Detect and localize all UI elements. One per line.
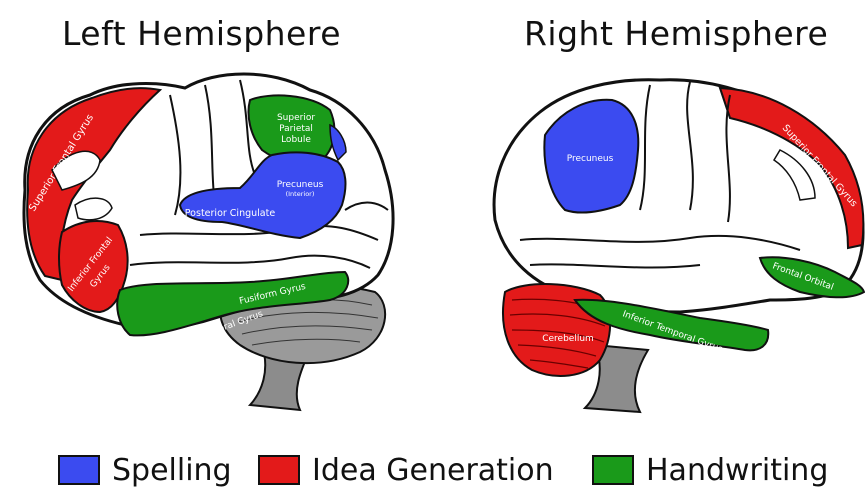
left-precuneus-label: Precuneus [277,180,324,190]
left-superior-parietal-label-2: Parietal [279,124,313,134]
legend-label-idea-generation: Idea Generation [312,453,554,488]
right-hemisphere: Precuneus Superior Frontal Gyrus Frontal… [494,80,864,412]
legend-item-idea-generation: Idea Generation [258,452,554,488]
left-hemisphere: Superior Frontal Gyrus Inferior Frontal … [24,74,393,410]
spelling-swatch [58,455,100,485]
legend-item-spelling: Spelling [58,452,232,488]
legend-label-spelling: Spelling [112,453,232,488]
left-superior-parietal-label-3: Lobule [281,135,311,145]
legend: Spelling Idea Generation Handwriting [0,452,865,488]
brain-diagram: Superior Frontal Gyrus Inferior Frontal … [0,0,865,450]
idea-generation-swatch [258,455,300,485]
left-posterior-cingulate-label: Posterior Cingulate [185,208,276,219]
left-superior-parietal-label-1: Superior [277,113,315,123]
right-precuneus-label: Precuneus [567,154,614,164]
left-precuneus-note: (Interior) [286,190,315,198]
handwriting-swatch [592,455,634,485]
legend-label-handwriting: Handwriting [646,453,828,488]
legend-item-handwriting: Handwriting [592,452,828,488]
right-cerebellum-label: Cerebellum [542,334,594,344]
